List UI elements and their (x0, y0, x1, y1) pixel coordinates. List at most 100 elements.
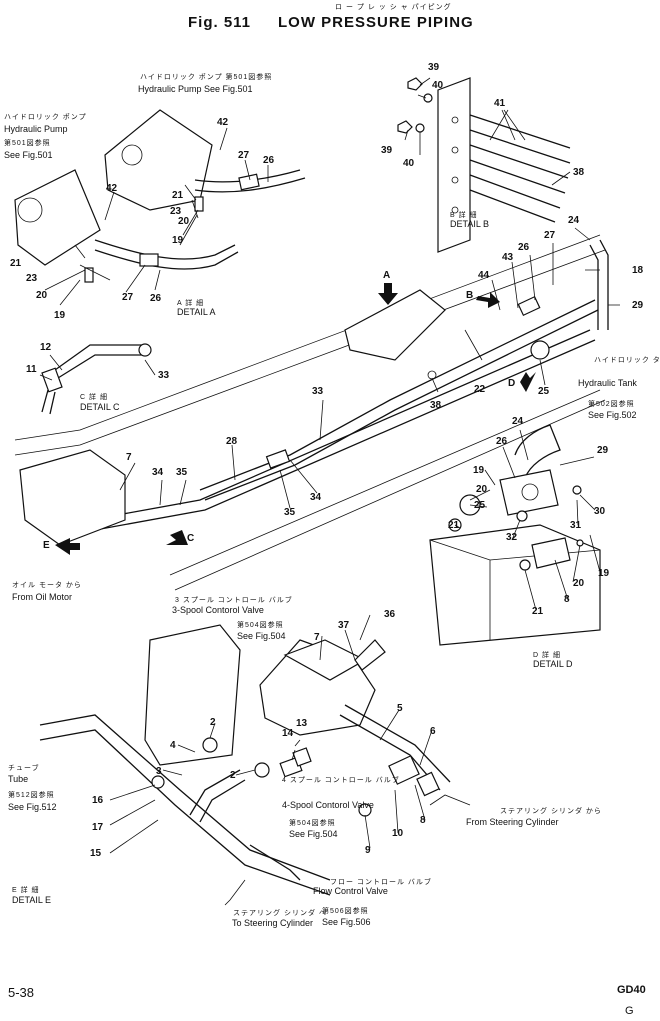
part-number: 27 (122, 292, 134, 303)
part-number: 22 (474, 384, 486, 395)
part-number: 8 (564, 594, 570, 605)
part-number: 7 (314, 632, 320, 643)
part-number: 35 (284, 507, 296, 518)
corner-mark: G (625, 1005, 634, 1017)
part-number: 31 (570, 520, 582, 531)
part-number: 29 (632, 300, 644, 311)
part-number: 43 (502, 252, 514, 263)
part-number: 5 (397, 703, 403, 714)
view-marker-a: A (383, 270, 391, 281)
part-number: 8 (420, 815, 426, 826)
spool3-en: 3-Spool Contorol Valve (172, 605, 264, 615)
part-number: 20 (573, 578, 585, 589)
detail-b-jp: B 詳 細 (450, 212, 478, 219)
hyd-tank-ref: 第502図参照 (588, 401, 635, 408)
detail-c-jp: C 詳 細 (80, 394, 108, 401)
part-number: 26 (263, 155, 275, 166)
part-number: 19 (473, 465, 485, 476)
detail-a-jp: A 詳 細 (177, 300, 205, 307)
part-number: 14 (282, 728, 294, 739)
part-number: 13 (296, 718, 308, 729)
spool3-jp: 3 スプール コントロール バルブ (175, 597, 293, 604)
from-steer-jp: ステアリング シリンダ から (500, 808, 602, 815)
to-steer-en: To Steering Cylinder (232, 918, 314, 928)
part-number: 26 (518, 242, 530, 253)
part-number: 20 (476, 484, 488, 495)
part-number: 40 (403, 158, 415, 169)
hyd-pump-en: Hydraulic Pump (4, 124, 68, 134)
part-number: 35 (176, 467, 188, 478)
page-title: LOW PRESSURE PIPING (278, 14, 474, 31)
flow-valve-see: See Fig.506 (322, 917, 371, 927)
tube-see: See Fig.512 (8, 802, 57, 812)
part-number: 9 (365, 845, 371, 856)
hyd-pump2-jp: ハイドロリック ポンプ 第501図参照 (140, 74, 273, 81)
part-number: 19 (172, 235, 184, 246)
part-number: 15 (90, 848, 102, 859)
view-arrows (55, 283, 536, 555)
page-number: 5-38 (8, 985, 35, 1000)
part-number: 39 (381, 145, 393, 156)
part-number: 37 (338, 620, 350, 631)
from-steer-en: From Steering Cylinder (466, 817, 559, 827)
part-number: 26 (496, 436, 508, 447)
part-number: 20 (36, 290, 48, 301)
part-number: 38 (430, 400, 442, 411)
part-number: 21 (448, 520, 460, 531)
spool4-ref: 第504図参照 (289, 820, 336, 827)
part-number: 44 (478, 270, 490, 281)
spool3-ref: 第504図参照 (237, 622, 284, 629)
view-marker-e: E (43, 540, 50, 551)
part-number: 36 (384, 609, 396, 620)
part-number: 21 (10, 258, 22, 269)
figure-number: Fig. 511 (188, 14, 252, 31)
part-number: 21 (532, 606, 544, 617)
part-number: 7 (126, 452, 132, 463)
main-piping (14, 234, 609, 591)
tube-ref: 第512図参照 (8, 792, 55, 799)
part-number: 18 (632, 265, 644, 276)
part-number: 16 (92, 795, 104, 806)
part-number: 34 (310, 492, 322, 503)
to-steer-jp: ステアリング シリンダ へ (233, 910, 327, 917)
part-number: 4 (170, 740, 176, 751)
detail-b-bracket (397, 77, 571, 253)
part-number: 39 (428, 62, 440, 73)
part-number: 6 (430, 726, 436, 737)
hyd-tank-en: Hydraulic Tank (578, 378, 637, 388)
part-number: 41 (494, 98, 506, 109)
part-number: 3 (156, 766, 162, 777)
flow-valve-jp: フロー コントロール バルブ (330, 879, 432, 886)
leader-lines (39, 77, 620, 906)
tube-en: Tube (8, 774, 29, 784)
view-marker-c: C (187, 533, 195, 544)
tube-jp: チューブ (8, 765, 40, 772)
part-number: 27 (544, 230, 556, 241)
hyd-pump2-en: Hydraulic Pump See Fig.501 (138, 84, 253, 94)
part-number: 21 (172, 190, 184, 201)
detail-d-jp: D 詳 細 (533, 652, 561, 659)
part-number: 2 (210, 717, 216, 728)
part-number: 30 (594, 506, 606, 517)
detail-c-label: DETAIL C (80, 402, 120, 412)
part-number: 23 (170, 206, 182, 217)
hyd-pump-jp: ハイドロリック ポンプ (4, 114, 87, 121)
title-japanese: ロ ー プ レ ッ シ ャ パイピング (335, 4, 452, 11)
part-number: 33 (312, 386, 324, 397)
part-number: 19 (54, 310, 66, 321)
part-number: 24 (512, 416, 524, 427)
detail-e-label: DETAIL E (12, 895, 52, 905)
detail-d-tank (429, 424, 601, 646)
spool4-jp: 4 スプール コントロール バルブ (282, 777, 400, 784)
part-number: 25 (538, 386, 550, 397)
detail-d-label: DETAIL D (533, 659, 573, 669)
spool4-see: See Fig.504 (289, 829, 338, 839)
part-number: 25 (474, 500, 486, 511)
hyd-tank-jp: ハイドロリック タンク (594, 357, 660, 364)
part-number: 12 (40, 342, 52, 353)
detail-e-valves (39, 624, 451, 896)
part-number: 28 (226, 436, 238, 447)
part-number: 42 (106, 183, 118, 194)
part-number: 32 (506, 532, 518, 543)
view-marker-b: B (466, 290, 474, 301)
